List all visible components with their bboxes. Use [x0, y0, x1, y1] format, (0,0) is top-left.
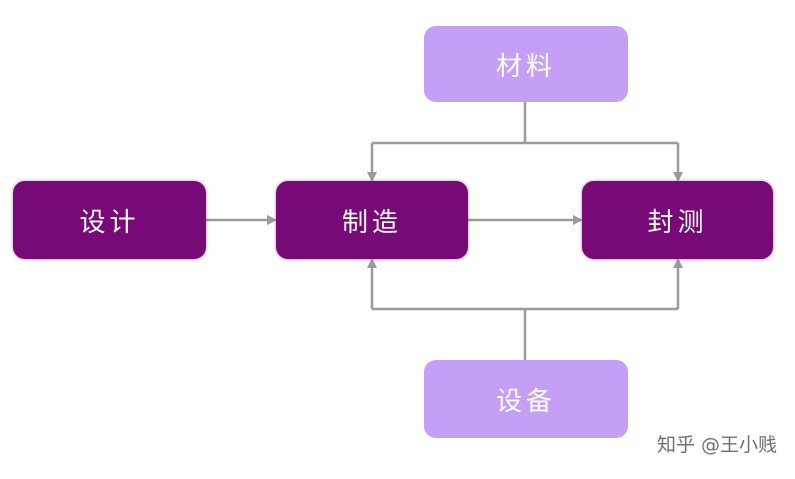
node-pack: 封测 [582, 181, 773, 259]
node-design-label: 设计 [79, 207, 140, 238]
node-equipment: 设备 [424, 360, 628, 438]
watermark: 知乎 @王小贱 [656, 434, 777, 456]
node-pack-label: 封测 [647, 207, 708, 238]
node-equipment-label: 设备 [495, 386, 556, 417]
node-make: 制造 [276, 181, 468, 259]
node-design: 设计 [13, 181, 206, 259]
node-material: 材料 [424, 26, 628, 102]
node-make-label: 制造 [341, 207, 402, 238]
node-material-label: 材料 [495, 51, 556, 82]
